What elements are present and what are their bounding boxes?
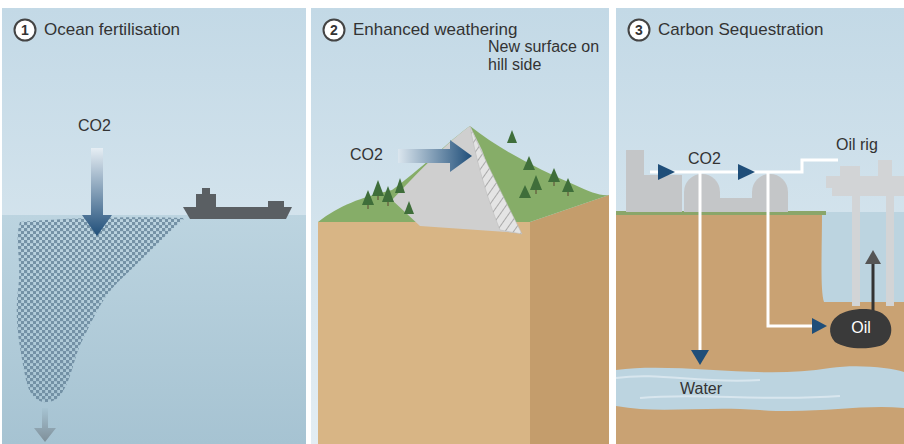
callout-number: 1: [21, 22, 29, 38]
panel-heading: Enhanced weathering: [353, 20, 517, 40]
oil-deposit: Oil: [830, 308, 892, 348]
gas-label: CO2: [78, 117, 111, 135]
panel-heading: Ocean fertilisation: [44, 20, 180, 40]
panel: Enhanced weathering 2: [311, 8, 609, 444]
panel-heading: Carbon Sequestration: [658, 20, 823, 40]
callout-number: 2: [330, 22, 338, 38]
gas-label: CO2: [688, 150, 721, 168]
structure-label: Oil rig: [836, 136, 878, 154]
deposit-label: Oil: [851, 319, 871, 337]
callout-number: 3: [627, 18, 651, 42]
layer-label: Water: [680, 380, 722, 398]
callout-number: 1: [13, 18, 37, 42]
panel: Ocean fertilisation 1: [2, 8, 306, 444]
panel: Carbon Sequestration 3Oil: [616, 8, 904, 444]
gas-label: CO2: [350, 146, 383, 164]
callout-number: 3: [635, 22, 643, 38]
callout-label: New surface on hill side: [488, 38, 616, 75]
callout-number: 2: [322, 18, 346, 42]
